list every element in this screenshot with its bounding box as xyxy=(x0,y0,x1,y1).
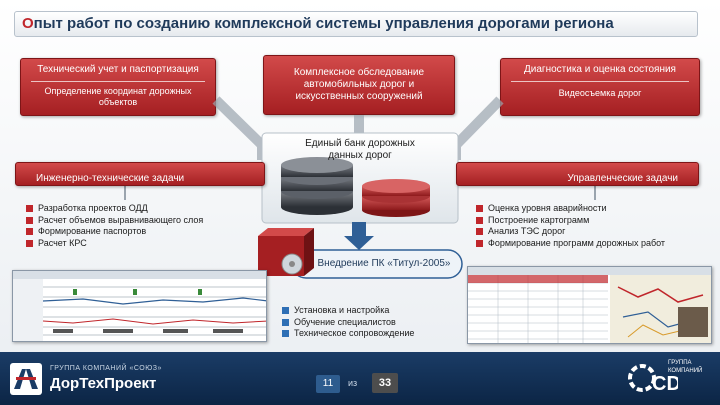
title-first-letter: О xyxy=(22,15,34,32)
bullet-icon xyxy=(476,216,483,224)
db-dark-stack xyxy=(281,157,353,215)
list-item: Установка и настройка xyxy=(282,305,414,317)
box-complex-survey-text: Комплексное обследование автомобильных д… xyxy=(293,67,425,102)
bullet-icon xyxy=(26,228,33,236)
box-engineering-tasks: Инженерно-технические задачи xyxy=(15,162,265,186)
list-item: Формирование программ дорожных работ xyxy=(476,238,665,250)
list-item: Обучение специалистов xyxy=(282,317,414,329)
box-video-text: Видеосъемка дорог xyxy=(558,88,642,98)
bullet-icon xyxy=(26,205,33,213)
box-technical-accounting-title: Технический учет и паспортизация xyxy=(37,64,199,75)
box-diagnostics: Диагностика и оценка состояния Видеосъем… xyxy=(500,58,700,116)
title-text: пыт работ по созданию комплексной систем… xyxy=(33,15,614,32)
db-red-stack xyxy=(362,179,430,217)
right-task-list: Оценка уровня аварийности Построение кар… xyxy=(476,203,665,249)
screenshot-engineering xyxy=(12,270,267,342)
bullet-icon xyxy=(282,330,289,338)
box-diagnostics-title: Диагностика и оценка состояния xyxy=(524,64,676,75)
list-item: Расчет объемов выравнивающего слоя xyxy=(26,215,203,227)
title-bar xyxy=(14,11,698,37)
implementation-label: Внедрение ПК «Титул-2005» xyxy=(317,258,451,269)
software-box-image xyxy=(258,228,314,276)
page-title: Опыт работ по созданию комплексной систе… xyxy=(22,15,614,32)
bullet-icon xyxy=(476,239,483,247)
db-bank-label: Единый банк дорожных данных дорог xyxy=(305,138,415,161)
bullet-icon xyxy=(26,216,33,224)
connector-right xyxy=(451,96,504,160)
bullet-icon xyxy=(26,239,33,247)
list-item: Построение картограмм xyxy=(476,215,665,227)
page-total: 33 xyxy=(372,373,398,393)
connector-left xyxy=(212,96,267,160)
screenshot-management xyxy=(467,266,712,344)
management-table-map-image xyxy=(468,267,711,343)
company-logo-icon xyxy=(10,363,42,395)
divider xyxy=(31,81,205,82)
list-item: Расчет КРС xyxy=(26,238,203,250)
list-item: Разработка проектов ОДД xyxy=(26,203,203,215)
list-item: Анализ ТЭС дорог xyxy=(476,226,665,238)
box-coordinates-text: Определение координат дорожных объектов xyxy=(44,86,192,107)
footer xyxy=(0,352,720,405)
box-engineering-tasks-label: Инженерно-технические задачи xyxy=(36,173,185,184)
box-technical-accounting: Технический учет и паспортизация Определ… xyxy=(20,58,216,116)
divider xyxy=(511,81,689,82)
arrow-shaft xyxy=(352,222,366,236)
right-logo-small1: ГРУППА xyxy=(668,360,692,366)
list-item: Оценка уровня аварийности xyxy=(476,203,665,215)
page-separator: из xyxy=(348,378,358,388)
bullet-icon xyxy=(282,307,289,315)
cdt-logo-letters: CDT xyxy=(652,373,678,395)
right-logo-small2: КОМПАНИЙ xyxy=(668,368,703,374)
bottom-list: Установка и настройка Обучение специалис… xyxy=(282,305,414,340)
box-complex-survey: Комплексное обследование автомобильных д… xyxy=(263,55,455,115)
engineering-chart-image xyxy=(13,271,266,341)
box-management-tasks-label: Управленческие задачи xyxy=(567,173,678,184)
company-small-text: ГРУППА КОМПАНИЙ «СОЮЗ» xyxy=(50,365,162,372)
page-current: 11 xyxy=(316,375,340,393)
list-item: Формирование паспортов xyxy=(26,226,203,238)
left-task-list: Разработка проектов ОДД Расчет объемов в… xyxy=(26,203,203,249)
bullet-icon xyxy=(282,318,289,326)
arrow-head xyxy=(344,236,374,250)
bullet-icon xyxy=(476,228,483,236)
bullet-icon xyxy=(476,205,483,213)
box-management-tasks: Управленческие задачи xyxy=(456,162,699,186)
company-name: ДорТехПроект xyxy=(50,375,157,392)
list-item: Техническое сопровождение xyxy=(282,328,414,340)
